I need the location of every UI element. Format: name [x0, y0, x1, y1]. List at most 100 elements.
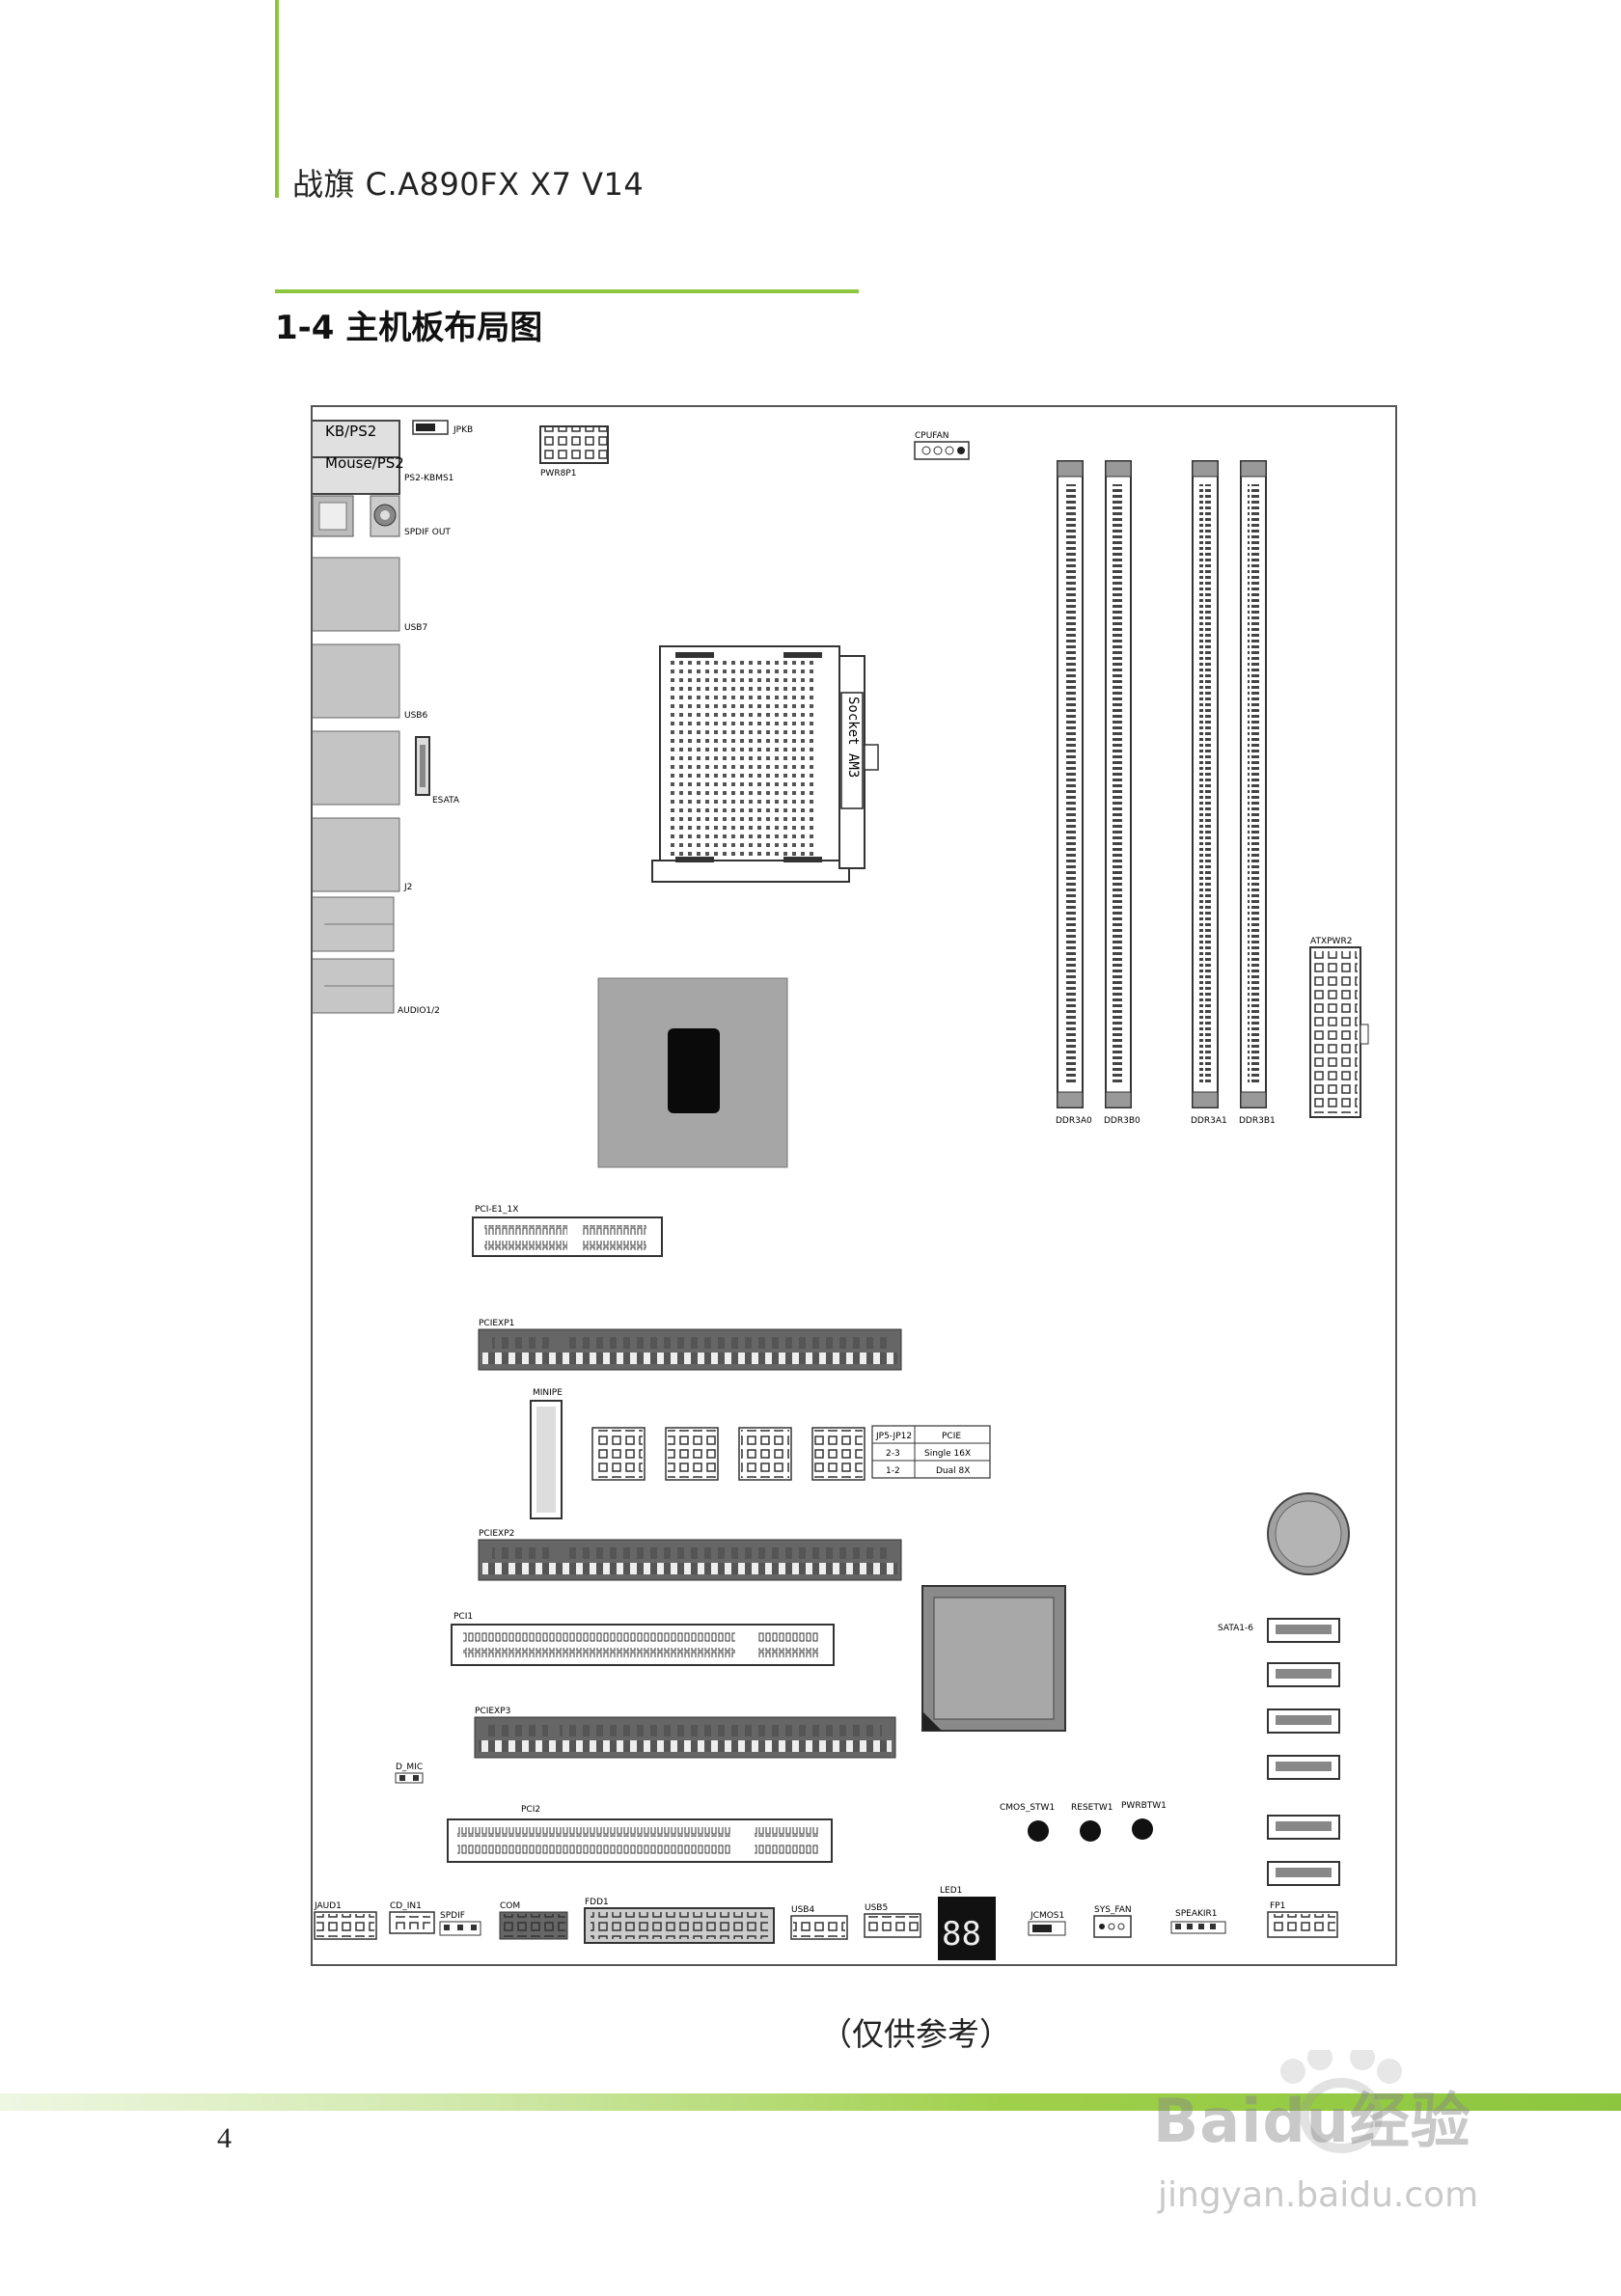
usb7-port: USB7: [298, 557, 427, 633]
pci2-label: PCI2: [521, 1805, 540, 1815]
pciexp2-label: PCIEXP2: [479, 1529, 514, 1539]
section-rule: [275, 289, 859, 293]
motherboard-layout-diagram: KB/PS2 Mouse/PS2 PS2-KBMS1 JPKB SPDIF OU…: [292, 405, 1397, 1966]
header-rule: [275, 0, 279, 198]
j2-label: J2: [403, 883, 412, 892]
led-label: LED1: [940, 1886, 962, 1896]
pwr8p-connector: PWR8P1: [539, 425, 609, 478]
dimm-slots: DDR3A0 DDR3B0 DDR3A1 DDR3B1: [1056, 460, 1276, 1126]
section-title: 1-4 主机板布局图: [275, 309, 543, 347]
jcmos-label: JCMOS1: [1030, 1911, 1064, 1921]
jumper-cell: 2-3: [886, 1449, 900, 1459]
document-title: 战旗 C.A890FX X7 V14: [292, 166, 645, 203]
cpu-socket: Socket AM3: [651, 645, 879, 883]
led-display: 88: [942, 1915, 981, 1954]
mini-pcie-slot: MINIPE: [530, 1388, 563, 1519]
cdin-label: CD_IN1: [390, 1901, 422, 1911]
minipe-label: MINIPE: [533, 1388, 563, 1398]
sata-label: SATA1-6: [1218, 1624, 1253, 1633]
pcie-x16-slot-3: PCIEXP3: [474, 1707, 896, 1759]
com-label: COM: [500, 1901, 520, 1911]
sata-ports: SATA1-6: [1218, 1618, 1340, 1886]
jpkb-jumper: JPKB: [412, 420, 473, 435]
sata-port: [1267, 1815, 1340, 1840]
sata-port: [1267, 1662, 1340, 1687]
dimm-label-b0: DDR3B0: [1104, 1116, 1140, 1126]
kb-ps2-label: KB/PS2: [325, 423, 376, 440]
esata-port: ESATA: [298, 730, 460, 806]
sata-port: [1267, 1861, 1340, 1886]
pcie-x16-slot-1: PCIEXP1: [478, 1319, 902, 1371]
atxpwr-label: ATXPWR2: [1310, 937, 1352, 946]
pwr8p-label: PWR8P1: [540, 469, 576, 478]
jumper-cell: Single 16X: [924, 1449, 971, 1459]
dimm-slot: DDR3B0: [1104, 460, 1140, 1126]
dimm-label-a0: DDR3A0: [1056, 1116, 1092, 1126]
dimm-slot: DDR3A0: [1056, 460, 1092, 1126]
onboard-buttons: CMOS_STW1 RESETW1 PWRBTW1: [1000, 1801, 1167, 1842]
dimm-slot: DDR3A1: [1191, 460, 1227, 1126]
jumper-cell: PCIE: [942, 1432, 961, 1441]
audio-jacks: AUDIO1/2: [292, 896, 440, 1016]
jumper-cell: JP5-JP12: [875, 1432, 912, 1441]
pci1-label: PCI1: [453, 1612, 473, 1622]
figure-caption: （仅供参考）: [820, 2015, 1011, 2053]
jumper-cell: Dual 8X: [936, 1466, 970, 1476]
jumper-setting-table: JP5-JP12 PCIE 2-3 Single 16X 1-2 Dual 8X: [871, 1425, 991, 1479]
mouse-ps2-label: Mouse/PS2: [325, 454, 404, 472]
jaud-label: JAUD1: [314, 1901, 342, 1911]
pcie-x16-slot-2: PCIEXP2: [478, 1529, 902, 1581]
cpufan-label: CPUFAN: [915, 431, 949, 441]
spdif-header-label: SPDIF: [440, 1911, 465, 1921]
usb5-label: USB5: [865, 1903, 888, 1913]
j2-port: J2: [298, 817, 412, 892]
southbridge-chipset: [921, 1585, 1066, 1732]
sysfan-label: SYS_FAN: [1094, 1905, 1132, 1915]
watermark-url: jingyan.baidu.com: [1158, 2175, 1479, 2215]
spdif-out-label: SPDIF OUT: [404, 528, 451, 537]
ps2-connector: KB/PS2 Mouse/PS2 PS2-KBMS1: [310, 420, 453, 495]
jumper-cell: 1-2: [886, 1466, 900, 1476]
pciexp3-label: PCIEXP3: [475, 1707, 510, 1716]
watermark-brand: Baidu经验: [1153, 2086, 1471, 2156]
dimm-label-a1: DDR3A1: [1191, 1116, 1227, 1126]
pcie1x-label: PCI-E1_1X: [475, 1205, 518, 1215]
atx-power-connector: ATXPWR2: [1309, 937, 1369, 1118]
fdd-label: FDD1: [585, 1898, 609, 1907]
footer-gradient-bar: [0, 2093, 1621, 2111]
jumper-blocks: [591, 1427, 865, 1481]
pci-slot-1: PCI1: [451, 1612, 835, 1666]
reset-button-label: RESETW1: [1071, 1803, 1113, 1813]
page-number: 4: [217, 2122, 232, 2154]
socket-label: Socket AM3: [845, 697, 861, 778]
fp-label: FP1: [1270, 1901, 1285, 1911]
northbridge-chipset: [597, 977, 788, 1168]
usb4-label: USB4: [791, 1905, 814, 1915]
cmos-button-label: CMOS_STW1: [1000, 1803, 1055, 1813]
sata-port: [1267, 1755, 1340, 1780]
bottom-headers: JAUD1 CD_IN1 SPDIF COM FDD1 USB4 USB5 LE…: [314, 1886, 1338, 1960]
motherboard-svg: KB/PS2 Mouse/PS2 PS2-KBMS1 JPKB SPDIF OU…: [292, 420, 1369, 1960]
dimm-label-b1: DDR3B1: [1239, 1116, 1276, 1126]
cpufan-header: CPUFAN: [914, 431, 970, 460]
usb7-label: USB7: [404, 623, 427, 633]
pcie-x1-slot: PCI-E1_1X: [472, 1205, 663, 1257]
sata-port: [1267, 1708, 1340, 1734]
speaker-label: SPEAKIR1: [1175, 1909, 1218, 1919]
ps2-kbms-label: PS2-KBMS1: [404, 474, 453, 483]
dmic-label: D_MIC: [396, 1763, 423, 1772]
dimm-slot: DDR3B1: [1239, 460, 1276, 1126]
esata-label: ESATA: [432, 796, 460, 806]
pciexp1-label: PCIEXP1: [479, 1319, 514, 1328]
sata-port: [1267, 1618, 1340, 1643]
power-button-label: PWRBTW1: [1121, 1801, 1167, 1811]
usb6-port: USB6: [298, 643, 427, 721]
audio-label: AUDIO1/2: [398, 1006, 440, 1016]
usb6-label: USB6: [404, 711, 427, 721]
baidu-paw-watermark-icon: [1280, 2050, 1402, 2153]
jpkb-label: JPKB: [453, 425, 473, 435]
pci-slot-2: PCI2: [447, 1805, 833, 1863]
d-mic-header: D_MIC: [395, 1763, 424, 1784]
cmos-battery: [1267, 1492, 1350, 1575]
spdif-out-ports: SPDIF OUT: [312, 495, 451, 537]
